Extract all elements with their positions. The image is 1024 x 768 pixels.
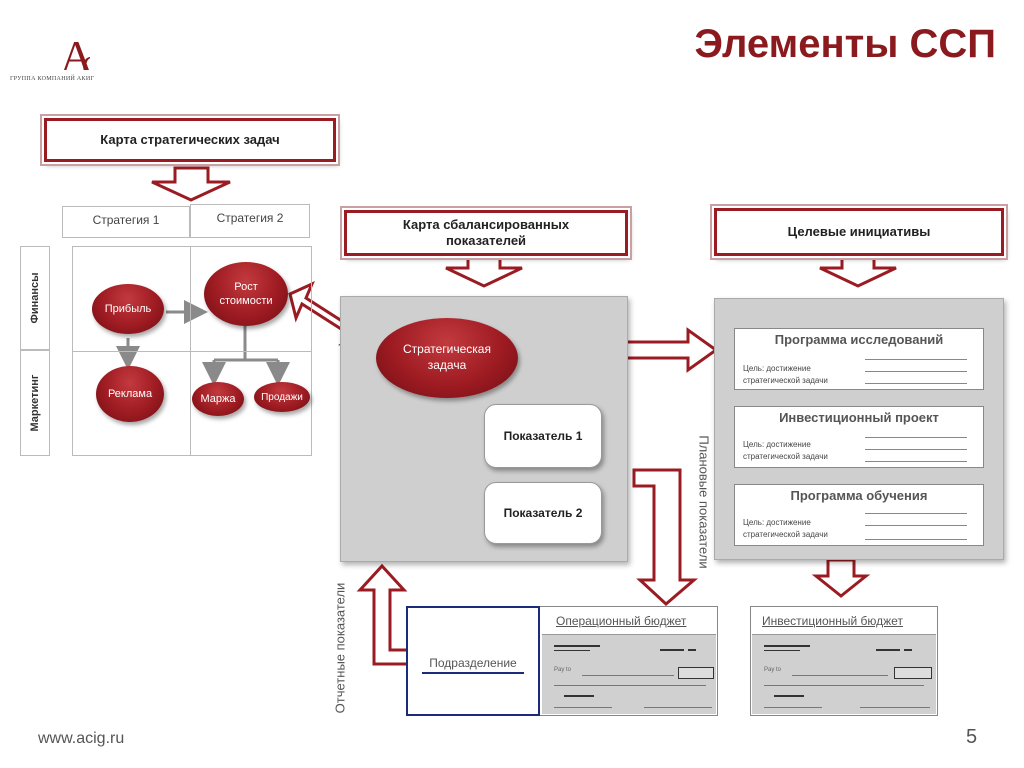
strategy-map-label-text: Карта стратегических задач [100, 131, 280, 147]
node-strategic-task[interactable]: Стратегическая задача [376, 318, 518, 398]
strategy-map-label: Карта стратегических задач [44, 118, 336, 162]
row-label-marketing-text: Маркетинг [29, 374, 41, 432]
investment-budget-cheque: Pay to [752, 634, 936, 714]
node-profit[interactable]: Прибыль [92, 284, 164, 334]
arrow-down-strategy [151, 166, 231, 202]
initiative-title: Программа обучения [790, 488, 928, 503]
initiative-card-training[interactable]: Программа обучения Цель: достижение стра… [734, 484, 984, 546]
initiative-goal-line-2: стратегической задачи [743, 452, 828, 461]
initiative-goal-line-1: Цель: достижение [743, 518, 811, 527]
node-margin-label: Маржа [200, 392, 236, 405]
node-strategic-task-label: Стратегическая задача [403, 342, 491, 372]
arrow-reported [356, 563, 410, 666]
tab-strategy-1-label: Стратегия 1 [92, 213, 160, 227]
investment-budget-title: Инвестиционный бюджет [762, 614, 903, 628]
node-advertising[interactable]: Реклама [96, 366, 164, 422]
bsc-label-text: Карта сбалансированных показателей [402, 216, 570, 248]
division-box[interactable]: Подразделение [406, 606, 540, 716]
planned-indicators-label: Плановые показатели [694, 420, 714, 584]
initiatives-label: Целевые инициативы [714, 208, 1004, 256]
initiatives-label-text: Целевые инициативы [787, 223, 931, 239]
initiative-card-research[interactable]: Программа исследований Цель: достижение … [734, 328, 984, 390]
tab-strategy-2-label: Стратегия 2 [216, 211, 284, 225]
initiative-goal: Цель: достижение стратегической задачи [743, 363, 828, 387]
initiative-title: Инвестиционный проект [779, 410, 939, 425]
arrow-down-bsc [445, 254, 523, 288]
reported-indicators-text: Отчетные показатели [332, 582, 348, 714]
kpi-card-1-label: Показатель 1 [503, 429, 583, 443]
initiative-goal: Цель: достижение стратегической задачи [743, 517, 828, 541]
row-label-finance: Финансы [20, 246, 50, 350]
initiative-title: Программа исследований [774, 332, 944, 347]
strategy-grid [72, 246, 312, 456]
initiative-goal-line-2: стратегической задачи [743, 530, 828, 539]
node-sales[interactable]: Продажи [254, 382, 310, 412]
tab-strategy-2[interactable]: Стратегия 2 [190, 204, 310, 238]
node-advertising-label: Реклама [107, 387, 153, 400]
operational-pay-to: Pay to [554, 667, 572, 673]
kpi-card-2-label: Показатель 2 [503, 506, 583, 520]
kpi-card-2[interactable]: Показатель 2 [484, 482, 602, 544]
tab-strategy-1[interactable]: Стратегия 1 [62, 206, 190, 238]
initiative-card-investment[interactable]: Инвестиционный проект Цель: достижение с… [734, 406, 984, 468]
node-value-growth-label: Рост стоимости [219, 280, 273, 307]
row-label-marketing: Маркетинг [20, 350, 50, 456]
node-sales-label: Продажи [261, 391, 303, 403]
initiative-goal-line-1: Цель: достижение [743, 440, 811, 449]
arrow-planned [632, 468, 699, 607]
initiative-goal-line-1: Цель: достижение [743, 364, 811, 373]
operational-budget-title: Операционный бюджет [556, 614, 687, 628]
planned-indicators-text: Плановые показатели [696, 435, 712, 569]
arrow-down-initiatives [819, 254, 897, 288]
node-value-growth[interactable]: Рост стоимости [204, 262, 288, 326]
initiative-goal-line-2: стратегической задачи [743, 376, 828, 385]
bsc-label: Карта сбалансированных показателей [344, 210, 628, 256]
initiative-goal: Цель: достижение стратегической задачи [743, 439, 828, 463]
arrow-down-investment [811, 558, 871, 598]
node-margin[interactable]: Маржа [192, 382, 244, 416]
reported-indicators-label: Отчетные показатели [330, 566, 350, 730]
logo-caption: ГРУППА КОМПАНИЙ АКИГ [10, 76, 95, 82]
row-label-finance-text: Финансы [29, 272, 41, 324]
page-number: 5 [966, 726, 978, 748]
operational-budget-cheque: Pay to [542, 634, 716, 714]
investment-pay-to: Pay to [764, 667, 782, 673]
kpi-card-1[interactable]: Показатель 1 [484, 404, 602, 468]
division-label: Подразделение [429, 656, 517, 670]
footer-url[interactable]: www.acig.ru [38, 730, 125, 747]
page-title: Элементы ССП [694, 22, 996, 66]
node-profit-label: Прибыль [104, 302, 152, 315]
